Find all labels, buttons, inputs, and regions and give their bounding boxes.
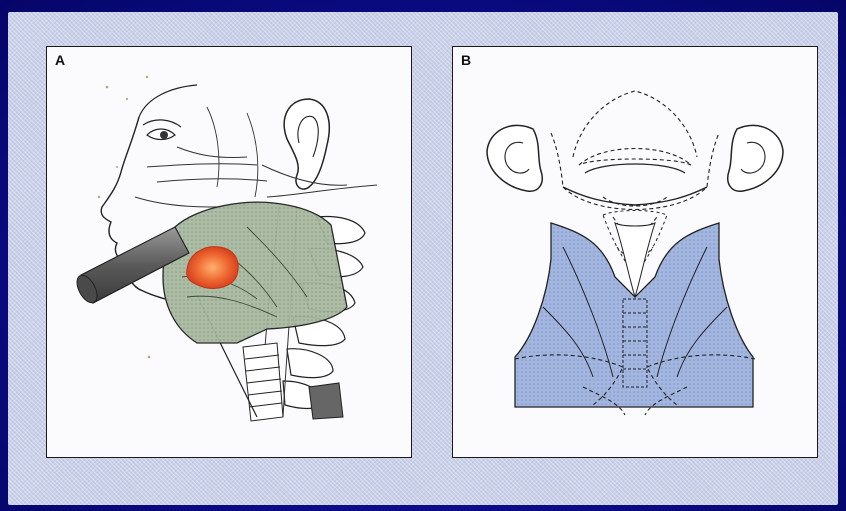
mandible <box>563 187 707 205</box>
ear <box>284 99 329 189</box>
right-ear <box>728 125 783 191</box>
specks <box>98 76 150 359</box>
lateral-head-neck-illustration <box>47 47 411 457</box>
maxilla-lines <box>135 147 267 207</box>
panel-b: B <box>452 46 818 458</box>
panel-a: A <box>46 46 412 458</box>
dashed-skull <box>551 91 719 247</box>
frontal-neck-illustration <box>453 47 817 457</box>
left-ear <box>487 125 542 191</box>
skull-outline <box>139 85 197 117</box>
trachea <box>243 343 283 421</box>
